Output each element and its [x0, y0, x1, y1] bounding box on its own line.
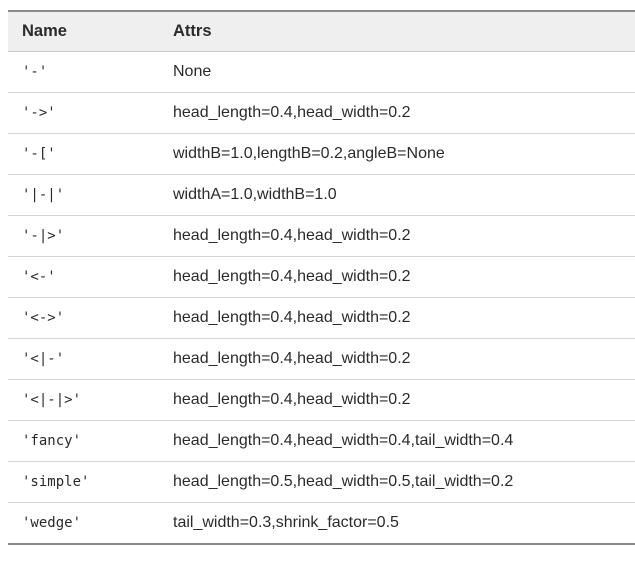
cell-name: 'simple': [8, 461, 159, 503]
table-row: 'fancy' head_length=0.4,head_width=0.4,t…: [8, 420, 635, 462]
cell-attrs: head_length=0.5,head_width=0.5,tail_widt…: [159, 461, 635, 503]
table-row: '<->' head_length=0.4,head_width=0.2: [8, 297, 635, 339]
arrowstyle-reference-table: Name Attrs '-' None '->' head_length=0.4…: [8, 10, 635, 545]
table-row: '<-' head_length=0.4,head_width=0.2: [8, 256, 635, 298]
cell-name: 'wedge': [8, 502, 159, 544]
cell-attrs: head_length=0.4,head_width=0.4,tail_widt…: [159, 420, 635, 462]
cell-name: 'fancy': [8, 420, 159, 462]
cell-attrs: tail_width=0.3,shrink_factor=0.5: [159, 502, 635, 544]
table-body: '-' None '->' head_length=0.4,head_width…: [8, 51, 635, 544]
table-row: '->' head_length=0.4,head_width=0.2: [8, 92, 635, 134]
cell-name: '<->': [8, 297, 159, 339]
table-header: Name Attrs: [8, 11, 635, 52]
cell-name: '->': [8, 92, 159, 134]
column-header-attrs: Attrs: [159, 11, 635, 52]
cell-name: '-|>': [8, 215, 159, 257]
cell-name: '<-': [8, 256, 159, 298]
table-row: '-[' widthB=1.0,lengthB=0.2,angleB=None: [8, 133, 635, 175]
cell-attrs: head_length=0.4,head_width=0.2: [159, 338, 635, 380]
column-header-name: Name: [8, 11, 159, 52]
table-container: Name Attrs '-' None '->' head_length=0.4…: [8, 10, 635, 545]
cell-attrs: head_length=0.4,head_width=0.2: [159, 92, 635, 134]
cell-name: '-[': [8, 133, 159, 175]
cell-attrs: head_length=0.4,head_width=0.2: [159, 256, 635, 298]
table-row: '<|-|>' head_length=0.4,head_width=0.2: [8, 379, 635, 421]
cell-attrs: widthA=1.0,widthB=1.0: [159, 174, 635, 216]
table-row: '<|-' head_length=0.4,head_width=0.2: [8, 338, 635, 380]
cell-attrs: widthB=1.0,lengthB=0.2,angleB=None: [159, 133, 635, 175]
table-row: '|-|' widthA=1.0,widthB=1.0: [8, 174, 635, 216]
cell-attrs: head_length=0.4,head_width=0.2: [159, 379, 635, 421]
cell-name: '|-|': [8, 174, 159, 216]
cell-name: '<|-': [8, 338, 159, 380]
cell-attrs: head_length=0.4,head_width=0.2: [159, 215, 635, 257]
cell-attrs: None: [159, 51, 635, 93]
cell-attrs: head_length=0.4,head_width=0.2: [159, 297, 635, 339]
cell-name: '<|-|>': [8, 379, 159, 421]
table-row: 'simple' head_length=0.5,head_width=0.5,…: [8, 461, 635, 503]
table-row: 'wedge' tail_width=0.3,shrink_factor=0.5: [8, 502, 635, 544]
cell-name: '-': [8, 51, 159, 93]
table-row: '-|>' head_length=0.4,head_width=0.2: [8, 215, 635, 257]
table-row: '-' None: [8, 51, 635, 93]
table-header-row: Name Attrs: [8, 11, 635, 52]
